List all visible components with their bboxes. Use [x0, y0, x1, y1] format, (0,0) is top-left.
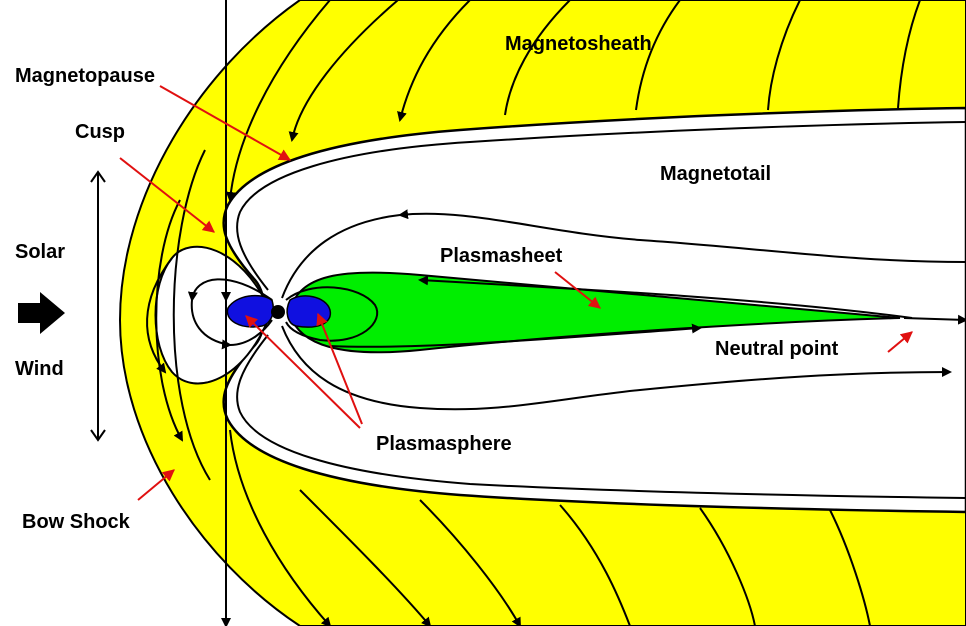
label-plasmasphere: Plasmasphere	[376, 433, 512, 455]
label-wind: Wind	[15, 358, 64, 380]
label-magnetosheath: Magnetosheath	[505, 33, 652, 55]
label-magnetotail: Magnetotail	[660, 163, 771, 185]
plasmasphere-right	[287, 296, 330, 327]
label-solar: Solar	[15, 241, 65, 263]
label-plasmasheet: Plasmasheet	[440, 245, 563, 267]
label-cusp: Cusp	[75, 121, 125, 143]
label-bow-shock: Bow Shock	[22, 511, 131, 533]
label-magnetopause: Magnetopause	[15, 65, 155, 87]
label-neutral-point: Neutral point	[715, 338, 839, 360]
earth	[271, 305, 285, 319]
solar-wind-arrow	[18, 292, 65, 334]
